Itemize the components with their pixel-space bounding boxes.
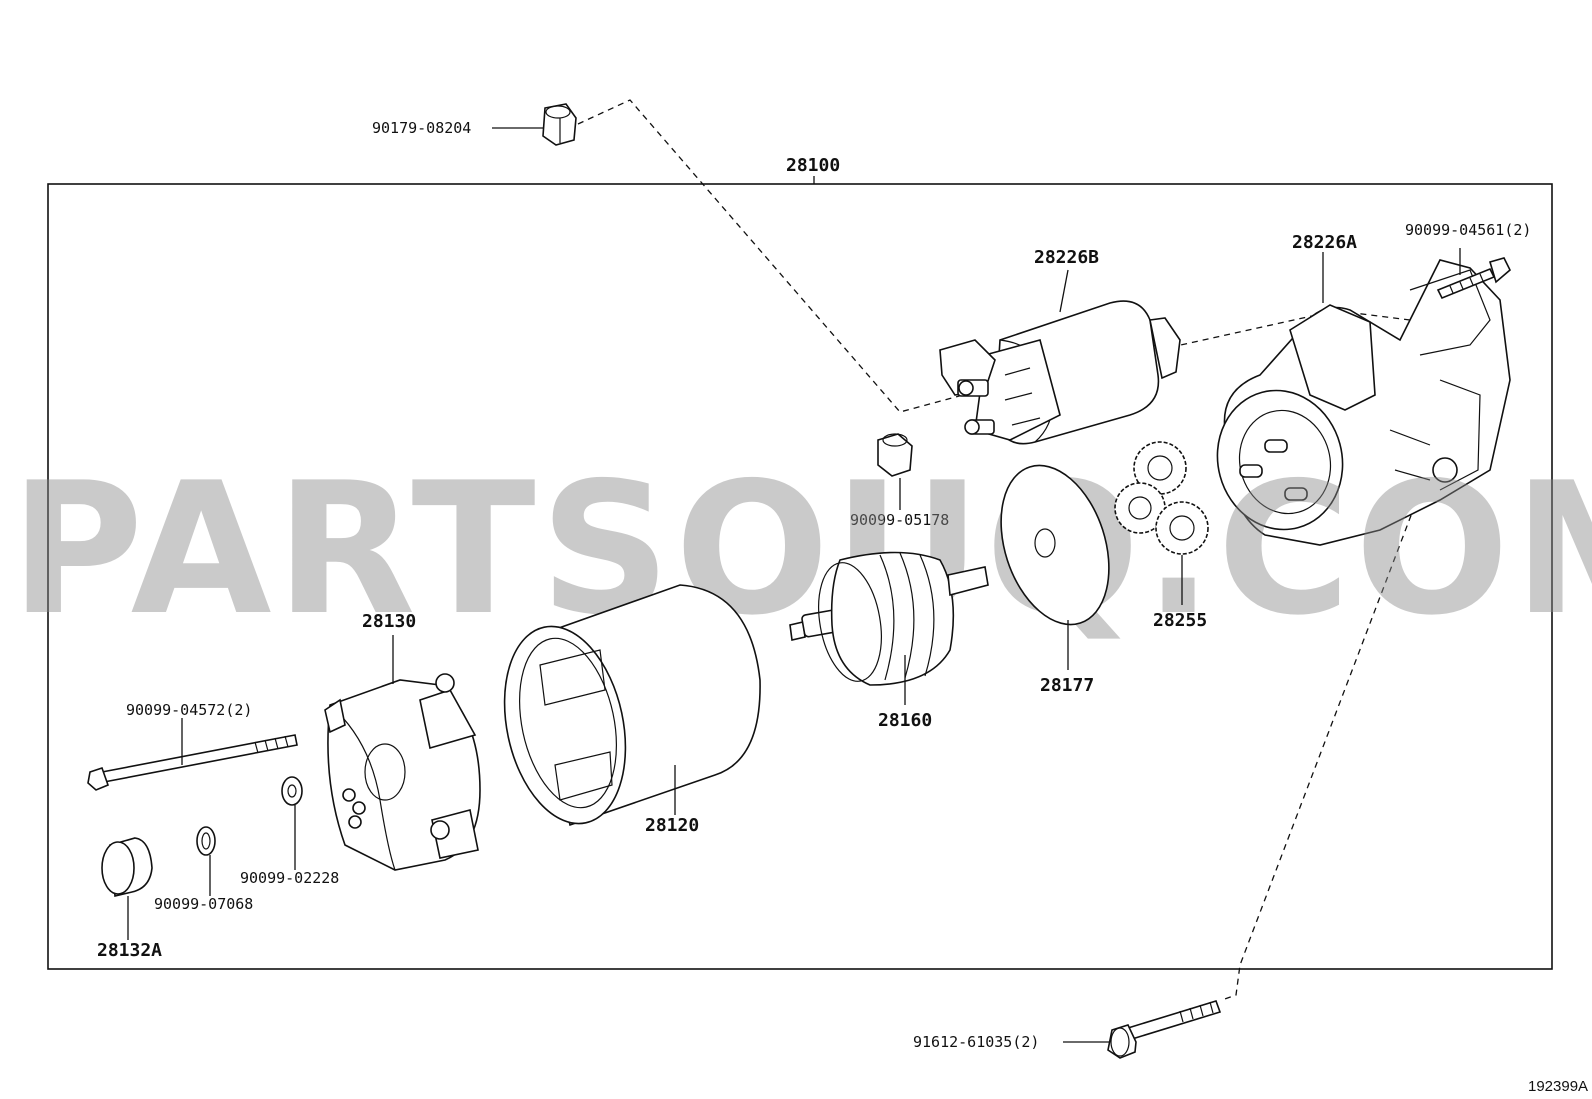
end-frame-28130[interactable] [324,673,481,871]
callout-90179-08204: 90179-08204 [372,119,471,137]
armature-28160[interactable] [789,551,989,687]
yoke-28120[interactable] [487,584,761,835]
diagram-code: 192399A [1528,1078,1588,1095]
watermark: PARTSOUQ.COM [10,443,1592,655]
callout-28226A: 28226A [1292,232,1357,253]
nut-90179-08204[interactable] [542,103,577,146]
washer-90099-02228[interactable] [281,776,303,806]
callout-28130: 28130 [362,611,416,632]
callout-90099-05178: 90099-05178 [850,511,949,529]
bolt-90099-04561[interactable] [1436,257,1511,300]
gears-28255[interactable] [1114,441,1209,555]
bolt-90099-04572[interactable] [87,734,298,791]
dashed-line-bottom [1221,504,1416,1001]
nut-90099-05178[interactable] [877,433,913,477]
callout-28255: 28255 [1153,610,1207,631]
callout-90099-04561: 90099-04561(2) [1405,221,1531,239]
assembly-label: 28100 [786,155,840,176]
bolt-91612-61035[interactable] [1107,1000,1222,1059]
solenoid-28226B[interactable] [939,300,1181,445]
callout-90099-04572: 90099-04572(2) [126,701,252,719]
housing-28226A[interactable] [1202,259,1511,546]
callout-28132A: 28132A [97,940,162,961]
callout-28120: 28120 [645,815,699,836]
ring-90099-07068[interactable] [196,826,216,856]
callout-28226B: 28226B [1034,247,1099,268]
cap-28132A[interactable] [101,837,153,897]
callout-90099-02228: 90099-02228 [240,869,339,887]
assembly-frame [47,183,1553,970]
callout-28160: 28160 [878,710,932,731]
callout-28177: 28177 [1040,675,1094,696]
callout-90099-07068: 90099-07068 [154,895,253,913]
callout-91612-61035: 91612-61035(2) [913,1033,1039,1051]
plate-28177[interactable] [982,452,1128,639]
